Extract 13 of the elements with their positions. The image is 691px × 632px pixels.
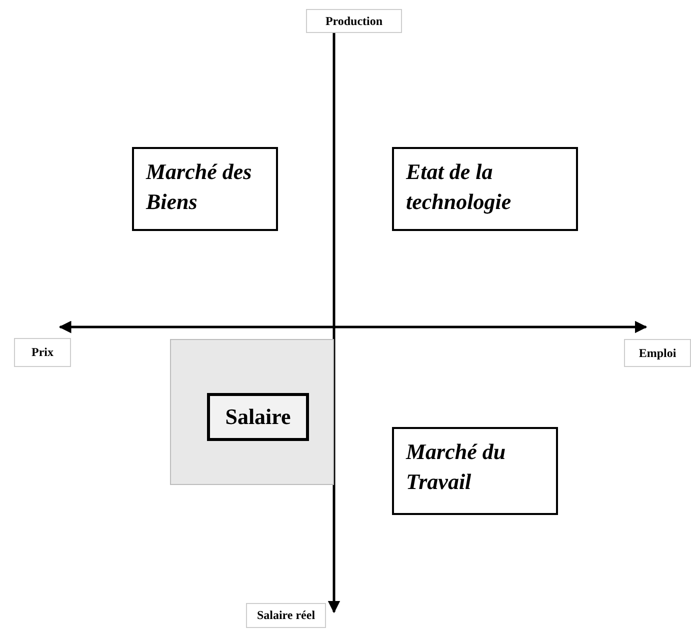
axis-label: Salaire réel [246, 603, 326, 628]
axis-label: Prix [14, 338, 71, 367]
text-box [207, 393, 309, 441]
text-box [392, 147, 578, 231]
box-text: Etat de la technologie [406, 159, 512, 214]
text-box [392, 427, 558, 515]
shaded-area [170, 339, 334, 485]
axis-label: Production [306, 9, 402, 33]
text-box [132, 147, 278, 231]
axis-label: Emploi [624, 339, 691, 367]
box-text: Marché des Biens [146, 159, 252, 214]
box-text: Marché du Travail [406, 439, 506, 494]
box-text: Salaire [225, 404, 291, 430]
